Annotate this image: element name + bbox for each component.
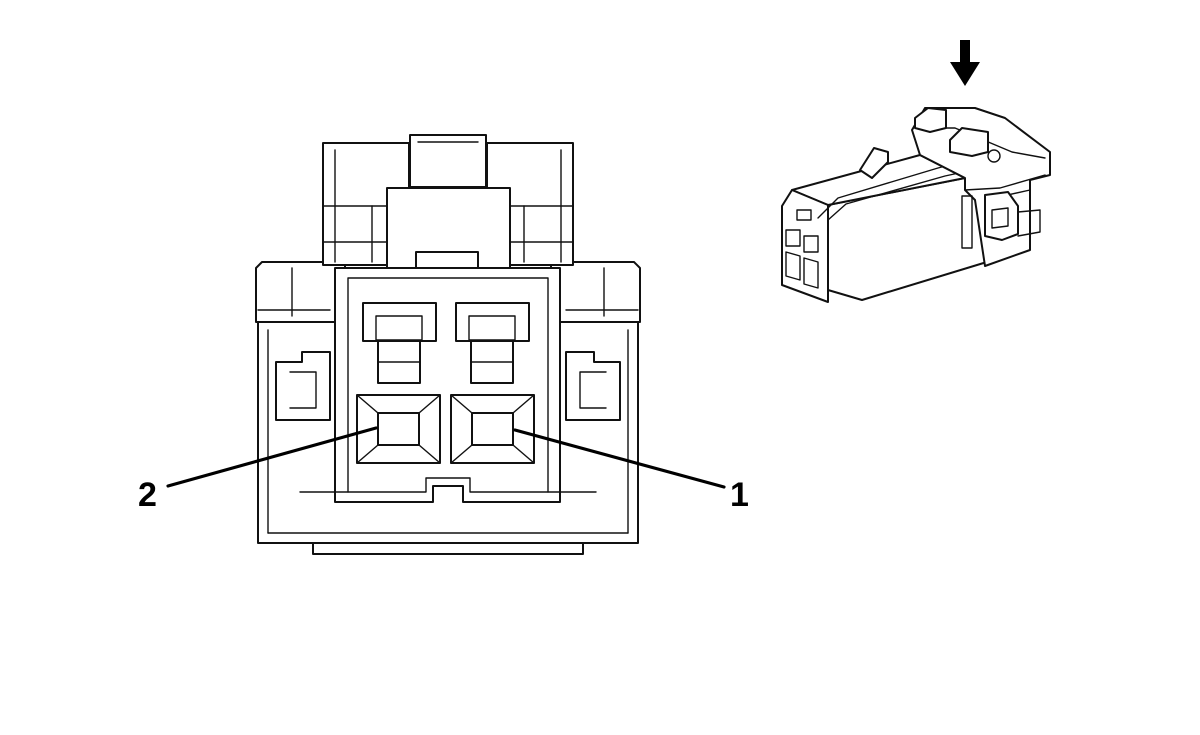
leader-line-pin-1 (513, 428, 726, 489)
iso-lock-tab-b (949, 127, 989, 157)
iso-rear-clip (984, 191, 1019, 241)
right-shoulder (550, 261, 641, 323)
left-shoulder (255, 261, 346, 323)
top-lock-tab (409, 134, 487, 188)
iso-front-face (781, 189, 829, 303)
callout-pin-2: 2 (138, 426, 378, 514)
pin-1-label: 1 (730, 476, 749, 514)
connector-isometric-view (781, 107, 1051, 303)
right-side-latch (565, 351, 621, 421)
terminal-retainer-1 (455, 302, 530, 384)
callout-pin-1: 1 (513, 428, 749, 514)
arrow-down-icon (950, 40, 980, 86)
leader-line-pin-2 (166, 426, 378, 488)
pin-2-label: 2 (138, 476, 157, 514)
terminal-retainer-2 (362, 302, 437, 384)
iso-lock-tab-a (914, 107, 947, 133)
iso-top-rib (859, 147, 889, 179)
connector-front-view (255, 134, 641, 555)
terminal-cavity-1 (450, 394, 535, 464)
left-side-latch (275, 351, 331, 421)
